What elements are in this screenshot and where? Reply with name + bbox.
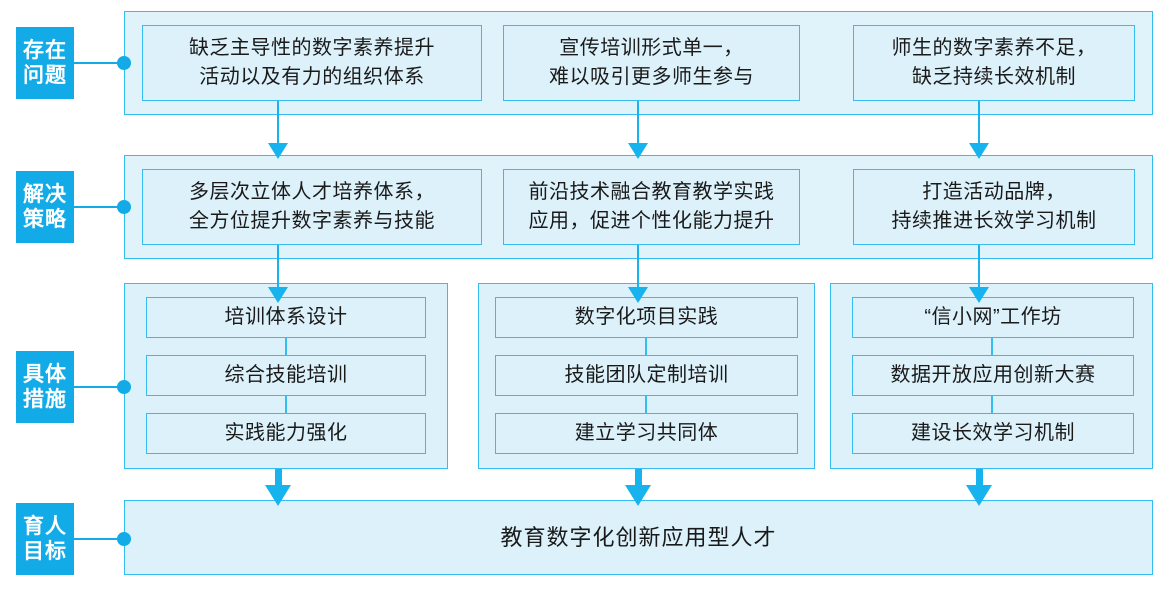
measure-item-3-3[interactable]: 建设长效学习机制 xyxy=(852,413,1134,454)
arrow-measures-to-goal-2 xyxy=(625,485,651,506)
badge-connector-goal xyxy=(74,538,124,540)
strategy-item-3[interactable]: 打造活动品牌， 持续推进长效学习机制 xyxy=(853,169,1135,245)
measure-item-2-1[interactable]: 数字化项目实践 xyxy=(495,297,798,338)
measure-link-3-b xyxy=(991,396,993,414)
arrow-stem-s2-m2 xyxy=(637,245,639,289)
badge-line-2: 目标 xyxy=(23,540,67,563)
badge-line-1: 解决 xyxy=(23,183,67,206)
measure-link-1-a xyxy=(285,338,287,356)
arrow-stem-p1-s1 xyxy=(277,101,279,145)
arrow-stem-s3-m3 xyxy=(978,245,980,289)
arrow-stem-p2-s2 xyxy=(637,101,639,145)
problem-item-1[interactable]: 缺乏主导性的数字素养提升 活动以及有力的组织体系 xyxy=(142,25,482,101)
badge-line-1: 存在 xyxy=(23,39,67,62)
problem-item-3[interactable]: 师生的数字素养不足， 缺乏持续长效机制 xyxy=(853,25,1135,101)
problem-item-2[interactable]: 宣传培训形式单一， 难以吸引更多师生参与 xyxy=(503,25,800,101)
strategy-item-2[interactable]: 前沿技术融合教育教学实践 应用，促进个性化能力提升 xyxy=(503,169,800,245)
measure-link-3-a xyxy=(991,338,993,356)
badge-connector-dot-strategies xyxy=(117,200,131,214)
measure-item-1-1[interactable]: 培训体系设计 xyxy=(146,297,426,338)
badge-line-2: 问题 xyxy=(23,64,67,87)
measure-item-2-2[interactable]: 技能团队定制培训 xyxy=(495,355,798,396)
badge-connector-problems xyxy=(74,62,124,64)
arrow-stem-m3-goal xyxy=(976,469,983,487)
measure-link-1-b xyxy=(285,396,287,414)
badge-line-2: 策略 xyxy=(23,208,67,231)
measure-item-1-3[interactable]: 实践能力强化 xyxy=(146,413,426,454)
arrow-measures-to-goal-3 xyxy=(966,485,992,506)
measure-item-3-1[interactable]: “信小网”工作坊 xyxy=(852,297,1134,338)
arrow-problems-to-strategies-3 xyxy=(969,143,989,159)
measure-item-2-3[interactable]: 建立学习共同体 xyxy=(495,413,798,454)
arrow-strategies-to-measures-3 xyxy=(969,287,989,303)
badge-line-2: 措施 xyxy=(23,388,67,411)
arrow-stem-s1-m1 xyxy=(277,245,279,289)
row-badge-strategies[interactable]: 解决 策略 xyxy=(16,171,74,243)
arrow-problems-to-strategies-2 xyxy=(628,143,648,159)
goal-item[interactable]: 教育数字化创新应用型人才 xyxy=(124,500,1153,575)
badge-line-1: 育人 xyxy=(23,515,67,538)
badge-line-1: 具体 xyxy=(23,363,67,386)
arrow-problems-to-strategies-1 xyxy=(268,143,288,159)
measure-link-2-b xyxy=(645,396,647,414)
row-badge-problems[interactable]: 存在 问题 xyxy=(16,27,74,99)
arrow-stem-m2-goal xyxy=(635,469,642,487)
measure-link-2-a xyxy=(645,338,647,356)
badge-connector-dot-problems xyxy=(117,56,131,70)
strategy-item-1[interactable]: 多层次立体人才培养体系， 全方位提升数字素养与技能 xyxy=(142,169,482,245)
badge-connector-measures xyxy=(74,386,124,388)
arrow-stem-m1-goal xyxy=(275,469,282,487)
badge-connector-dot-goal xyxy=(117,532,131,546)
badge-connector-strategies xyxy=(74,206,124,208)
measure-item-3-2[interactable]: 数据开放应用创新大赛 xyxy=(852,355,1134,396)
measure-item-1-2[interactable]: 综合技能培训 xyxy=(146,355,426,396)
arrow-measures-to-goal-1 xyxy=(265,485,291,506)
row-badge-goal[interactable]: 育人 目标 xyxy=(16,503,74,575)
arrow-stem-p3-s3 xyxy=(978,101,980,145)
row-badge-measures[interactable]: 具体 措施 xyxy=(16,351,74,423)
badge-connector-dot-measures xyxy=(117,380,131,394)
arrow-strategies-to-measures-1 xyxy=(268,287,288,303)
arrow-strategies-to-measures-2 xyxy=(628,287,648,303)
